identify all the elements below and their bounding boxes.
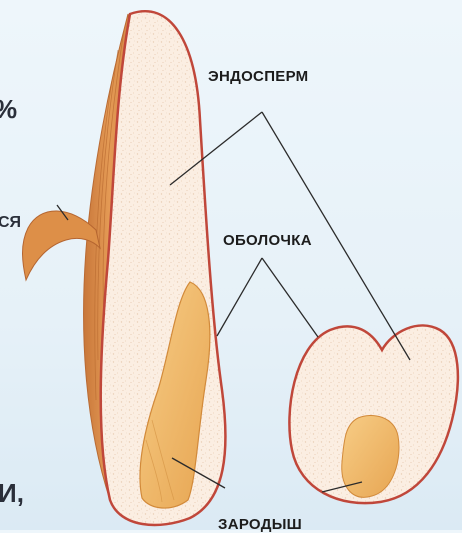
label-endosperm: ЭНДОСПЕРМ xyxy=(208,68,308,85)
edge-fragment-sya: СЯ xyxy=(0,214,21,232)
edge-fragment-i-comma: И, xyxy=(0,478,24,509)
shell-leader-left xyxy=(217,258,262,336)
shell-leader-right xyxy=(262,258,318,337)
label-embryo: ЗАРОДЫШ xyxy=(218,516,302,533)
edge-fragment-percent: % xyxy=(0,94,17,125)
label-shell: ОБОЛОЧКА xyxy=(223,232,312,249)
